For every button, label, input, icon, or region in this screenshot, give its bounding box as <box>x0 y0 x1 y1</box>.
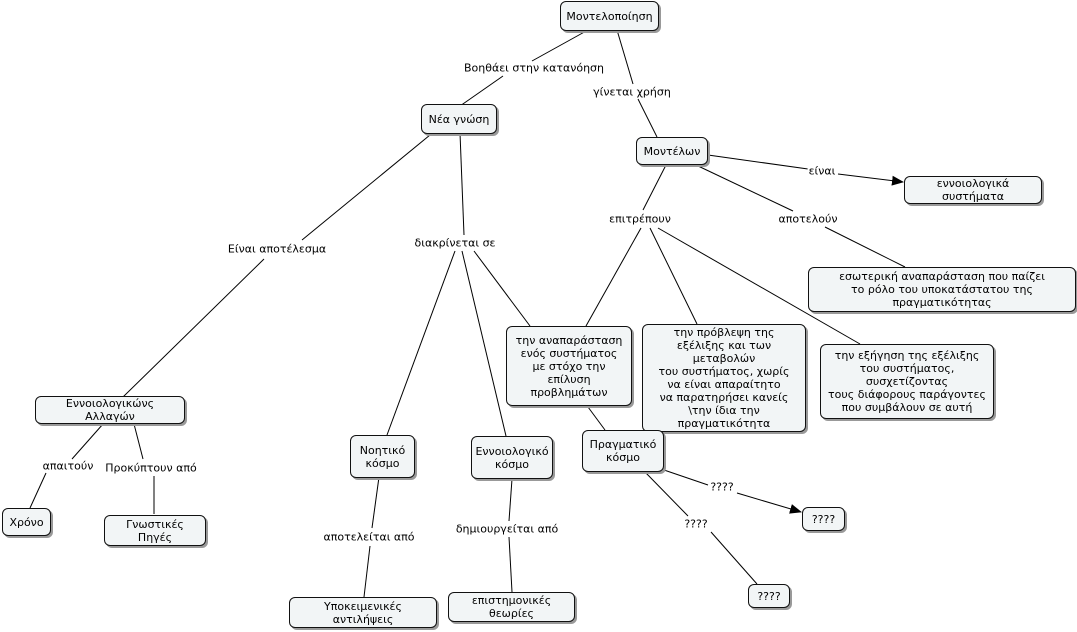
node-representation-problem[interactable]: την αναπαράσταση ενός συστήματος με στόχ… <box>506 326 632 406</box>
link-allow-representation <box>585 227 642 327</box>
label-are: είναι <box>807 164 837 178</box>
link-allow-explanation <box>657 227 861 345</box>
label-unknown-a: ???? <box>709 480 735 494</box>
node-subjective-perceptions[interactable]: Υποκειμενικές αντιλήψεις <box>289 597 437 628</box>
node-cognitive-sources[interactable]: Γνωστικές Πηγές <box>104 515 206 546</box>
link-models-allow <box>642 164 667 211</box>
node-prediction[interactable]: την πρόβλεψη της εξέλιξης και των μεταβο… <box>642 324 806 432</box>
link-consists-subjective <box>363 545 371 598</box>
label-is-result: Είναι αποτέλεσμα <box>226 242 328 256</box>
label-arise-from: Προκύπτουν από <box>104 461 198 475</box>
node-real-world[interactable]: Πραγματικό κόσμο <box>582 430 664 472</box>
node-models[interactable]: Μοντέλων <box>636 137 708 165</box>
node-noetic-world[interactable]: Νοητικό κόσμο <box>350 435 415 478</box>
label-makes-use: γίνεται χρήση <box>592 85 672 99</box>
node-unknown-1[interactable]: ???? <box>802 507 845 531</box>
link-conceptual-created <box>508 478 513 522</box>
node-new-knowledge[interactable]: Νέα γνώση <box>421 104 497 134</box>
node-scientific-theories[interactable]: επιστημονικές θεωρίες <box>448 592 575 622</box>
label-distinguished-in: διακρίνεται σε <box>413 236 497 250</box>
link-modeling-helps <box>531 29 589 62</box>
node-internal-representation[interactable]: εσωτερική αναπαράσταση που παίζει το ρόλ… <box>808 267 1076 312</box>
link-newknowledge-distinguished <box>459 132 465 236</box>
label-helps-understanding: Βοηθάει στην κατανόηση <box>463 61 605 75</box>
link-distinguished-noetic <box>386 250 456 436</box>
link-real-unknown-a <box>663 469 709 486</box>
link-isresult-changes <box>122 258 265 398</box>
link-created-theories <box>508 536 513 593</box>
link-unknownb-node <box>710 531 758 585</box>
node-explanation[interactable]: την εξήγηση της εξέλιξης του συστήματος,… <box>820 344 994 419</box>
link-changes-arise <box>133 423 144 460</box>
link-are-systems <box>837 173 904 186</box>
link-noetic-consists <box>371 476 380 529</box>
node-conceptual-world[interactable]: Εννοιολογικό κόσμο <box>471 436 553 479</box>
link-real-unknown-b <box>644 471 689 517</box>
link-distinguished-representation <box>473 250 531 327</box>
link-distinguished-conceptual <box>461 250 507 437</box>
label-require: απαιτούν <box>41 459 95 473</box>
link-models-constitute <box>695 164 794 212</box>
node-modeling[interactable]: Μοντελοποίηση <box>560 1 659 31</box>
link-makesuse-models <box>637 98 658 138</box>
link-require-time <box>29 472 47 509</box>
link-newknowledge-isresult <box>301 134 431 241</box>
link-representation-real <box>587 406 606 431</box>
label-constitute: αποτελούν <box>777 212 839 226</box>
label-consists-of: αποτελείται από <box>322 530 416 544</box>
node-conceptual-systems[interactable]: εννοιολογικά συστήματα <box>904 176 1042 204</box>
label-allow: επιτρέπουν <box>608 212 672 226</box>
link-unknowna-node <box>736 492 802 514</box>
label-created-by: δημιουργείται από <box>454 522 560 536</box>
link-allow-prediction <box>649 227 698 325</box>
link-constitute-internal <box>824 226 906 268</box>
link-modeling-makesuse <box>616 29 634 85</box>
link-models-are <box>707 154 809 170</box>
link-changes-require <box>71 423 104 460</box>
label-unknown-b: ???? <box>683 517 709 531</box>
node-conceptual-changes[interactable]: Εννοιολογικώνς Αλλαγών <box>35 396 185 424</box>
node-time[interactable]: Χρόνο <box>2 508 51 536</box>
link-helps-newknowledge <box>459 75 504 107</box>
node-unknown-2[interactable]: ???? <box>748 584 790 608</box>
